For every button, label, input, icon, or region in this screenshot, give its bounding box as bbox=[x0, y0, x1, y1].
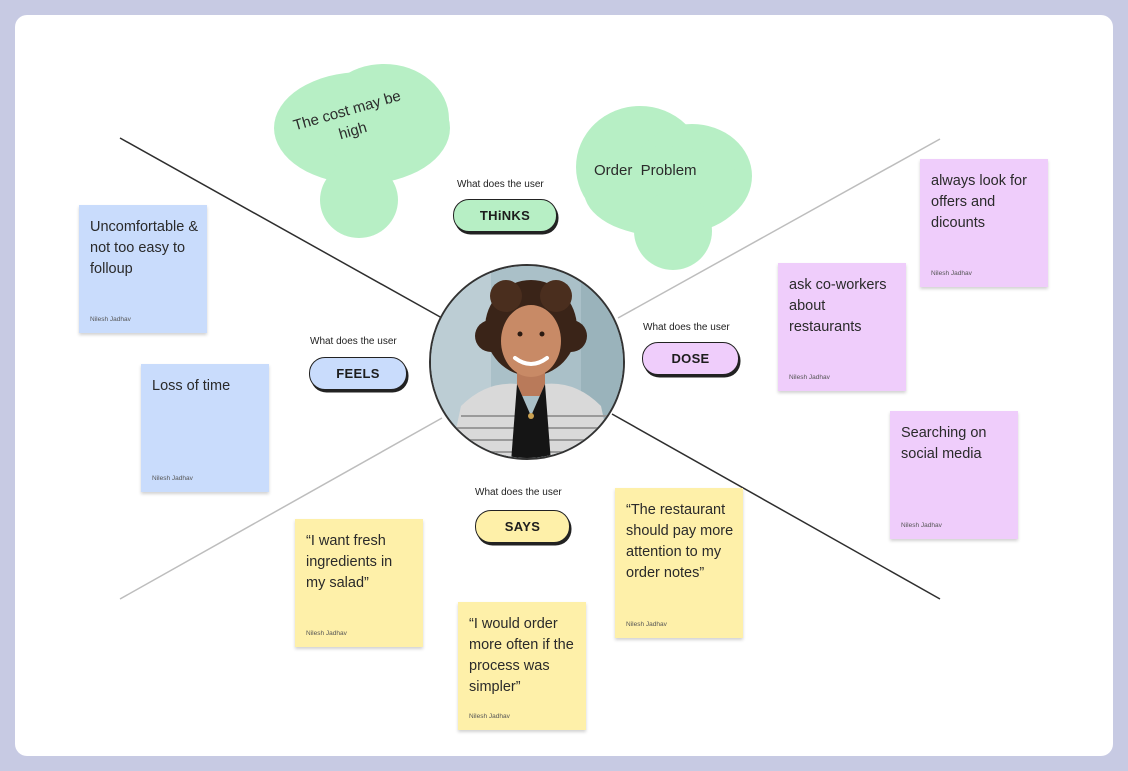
sticky-note-does-1[interactable]: always look for offers and dicounts Nile… bbox=[920, 159, 1048, 287]
sticky-note-author: Nilesh Jadhav bbox=[469, 713, 510, 720]
says-pill[interactable]: SAYS bbox=[475, 510, 570, 543]
sticky-note-does-3[interactable]: Searching on social media Nilesh Jadhav bbox=[890, 411, 1018, 539]
sticky-note-text: ask co-workers about restaurants bbox=[789, 277, 887, 335]
sticky-note-feels-1[interactable]: Uncomfortable & not too easy to folloup … bbox=[79, 205, 207, 333]
feels-caption: What does the user bbox=[310, 336, 397, 347]
sticky-note-text: “I would order more often if the process… bbox=[469, 616, 574, 695]
sticky-note-author: Nilesh Jadhav bbox=[789, 374, 830, 381]
sticky-note-text: Searching on social media bbox=[901, 425, 987, 462]
thought-cloud-cost[interactable]: The cost may be high bbox=[274, 64, 452, 239]
feels-pill[interactable]: FEELS bbox=[309, 357, 407, 390]
thinks-pill[interactable]: THiNKS bbox=[453, 199, 557, 232]
sticky-note-author: Nilesh Jadhav bbox=[306, 630, 347, 637]
sticky-note-text: Uncomfortable & not too easy to folloup bbox=[90, 219, 198, 277]
sticky-note-text: Loss of time bbox=[152, 378, 231, 394]
user-avatar bbox=[429, 264, 625, 460]
sticky-note-does-2[interactable]: ask co-workers about restaurants Nilesh … bbox=[778, 263, 906, 391]
sticky-note-says-1[interactable]: “I want fresh ingredients in my salad” N… bbox=[295, 519, 423, 647]
user-portrait-icon bbox=[431, 266, 623, 458]
sticky-note-author: Nilesh Jadhav bbox=[626, 621, 667, 628]
sticky-note-text: always look for offers and dicounts bbox=[931, 173, 1027, 231]
sticky-note-text: “The restaurant should pay more attentio… bbox=[626, 502, 734, 581]
sticky-note-author: Nilesh Jadhav bbox=[152, 475, 193, 482]
sticky-note-says-3[interactable]: “The restaurant should pay more attentio… bbox=[615, 488, 743, 638]
says-caption: What does the user bbox=[475, 487, 562, 498]
sticky-note-feels-2[interactable]: Loss of time Nilesh Jadhav bbox=[141, 364, 269, 492]
sticky-note-author: Nilesh Jadhav bbox=[90, 316, 131, 323]
thought-cloud-text: Order Problem bbox=[594, 162, 697, 179]
thought-cloud-order-problem[interactable]: Order Problem bbox=[576, 106, 754, 271]
sticky-note-text: “I want fresh ingredients in my salad” bbox=[306, 533, 393, 591]
sticky-note-author: Nilesh Jadhav bbox=[931, 270, 972, 277]
does-pill[interactable]: DOSE bbox=[642, 342, 739, 375]
sticky-note-author: Nilesh Jadhav bbox=[901, 522, 942, 529]
thinks-caption: What does the user bbox=[457, 179, 544, 190]
sticky-note-says-2[interactable]: “I would order more often if the process… bbox=[458, 602, 586, 730]
does-caption: What does the user bbox=[643, 322, 730, 333]
